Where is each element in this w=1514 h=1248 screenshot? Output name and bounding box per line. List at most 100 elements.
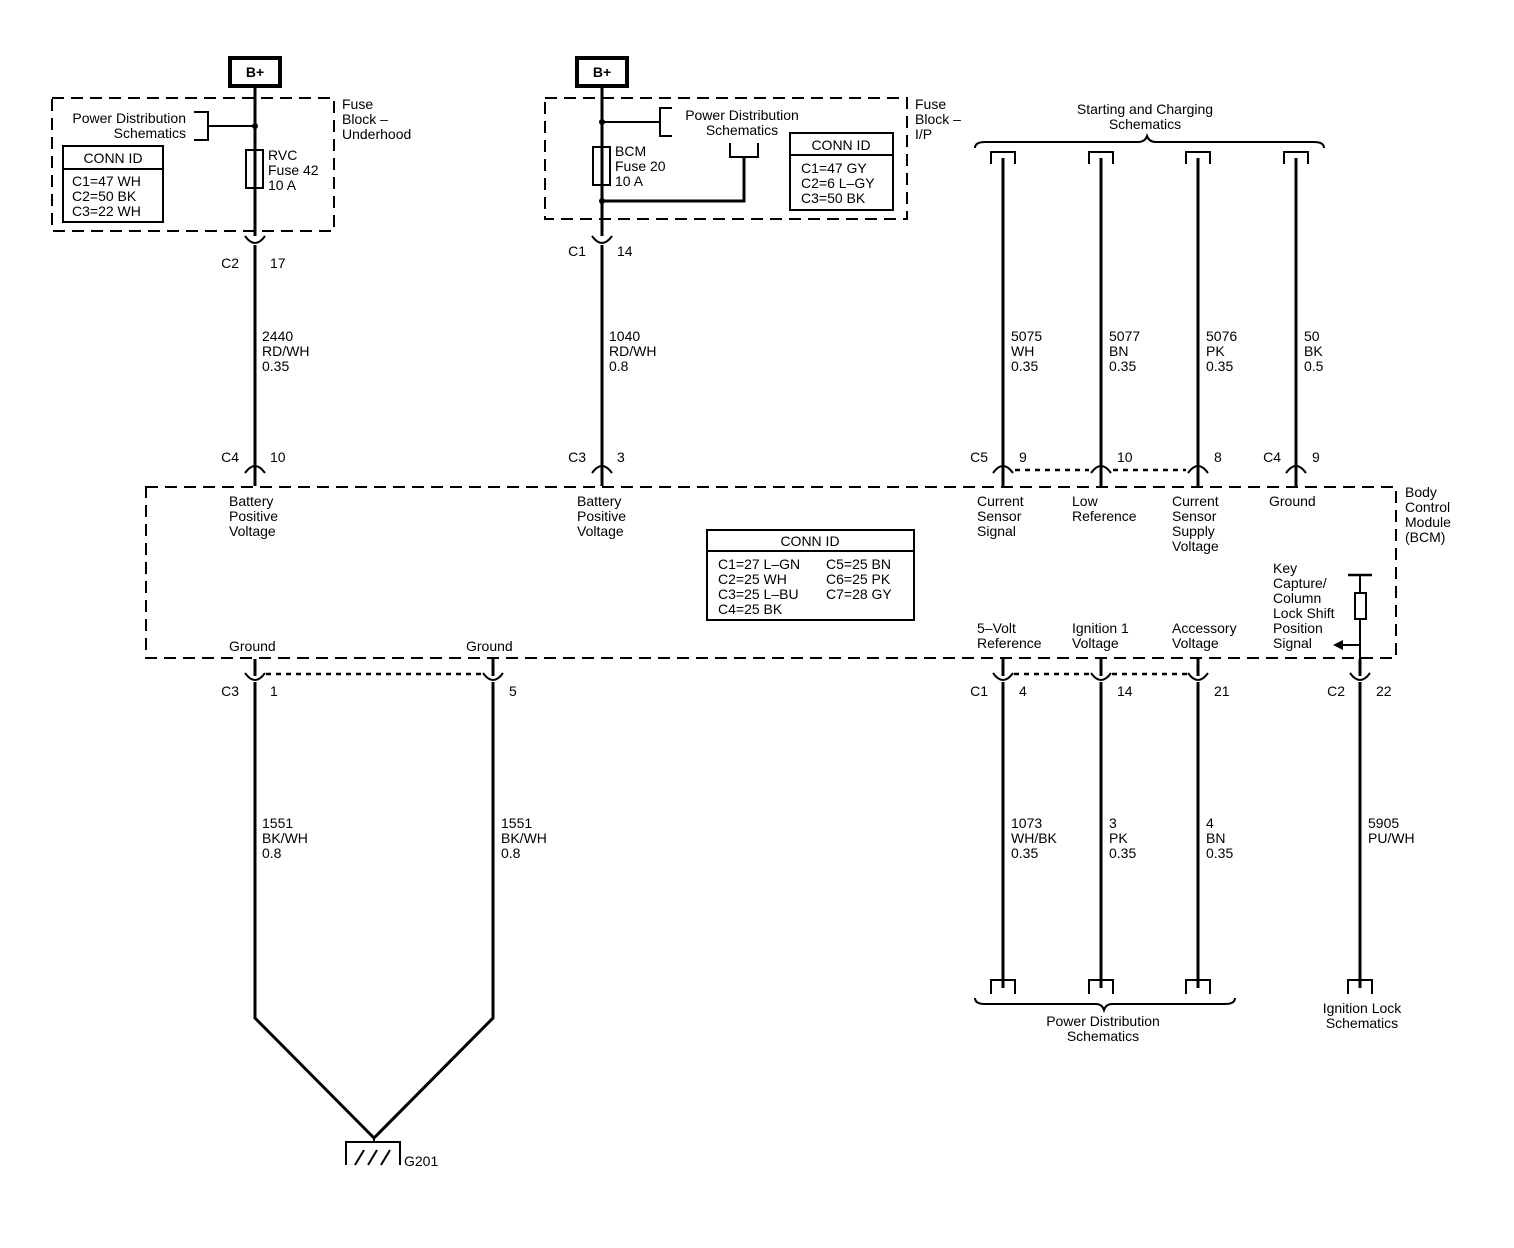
svg-text:C3=22 WH: C3=22 WH xyxy=(72,203,141,219)
svg-text:5: 5 xyxy=(509,683,517,699)
wire-labels-lower: 1551 BK/WH 0.8 1551 BK/WH 0.8 1073 WH/BK… xyxy=(262,815,1415,861)
svg-text:(BCM): (BCM) xyxy=(1405,529,1445,545)
svg-text:PU/WH: PU/WH xyxy=(1368,830,1415,846)
svg-text:C2=6 L–GY: C2=6 L–GY xyxy=(801,175,875,191)
svg-text:3: 3 xyxy=(617,449,625,465)
svg-text:CONN ID: CONN ID xyxy=(780,533,839,549)
svg-text:Low: Low xyxy=(1072,493,1099,509)
svg-text:RD/WH: RD/WH xyxy=(262,343,309,359)
svg-text:Signal: Signal xyxy=(1273,635,1312,651)
svg-text:Underhood: Underhood xyxy=(342,126,411,142)
bplus-left: B+ xyxy=(228,56,282,88)
svg-text:Ground: Ground xyxy=(466,638,513,654)
svg-text:14: 14 xyxy=(1117,683,1133,699)
fuse-block-ip: Fuse Block – I/P Power Distribution Sche… xyxy=(544,96,961,220)
svg-text:1551: 1551 xyxy=(262,815,293,831)
svg-text:PK: PK xyxy=(1109,830,1128,846)
svg-text:Schematics: Schematics xyxy=(1067,1028,1139,1044)
wire-labels-upper: 2440 RD/WH 0.35 1040 RD/WH 0.8 5075 WH 0… xyxy=(262,328,1324,374)
svg-text:BCM: BCM xyxy=(615,143,646,159)
resistor-icon xyxy=(1354,592,1367,620)
svg-text:4: 4 xyxy=(1206,815,1214,831)
key-capture-circuit xyxy=(1333,573,1372,674)
svg-text:1040: 1040 xyxy=(609,328,640,344)
svg-text:Power Distribution: Power Distribution xyxy=(1046,1013,1160,1029)
svg-text:C1=47 GY: C1=47 GY xyxy=(801,160,867,176)
svg-text:Position: Position xyxy=(1273,620,1323,636)
svg-text:Key: Key xyxy=(1273,560,1297,576)
svg-text:B+: B+ xyxy=(593,64,611,80)
svg-text:Fuse: Fuse xyxy=(915,96,946,112)
svg-text:Current: Current xyxy=(977,493,1024,509)
svg-text:10: 10 xyxy=(270,449,286,465)
svg-text:10: 10 xyxy=(1117,449,1133,465)
svg-text:Block –: Block – xyxy=(915,111,961,127)
svg-text:Control: Control xyxy=(1405,499,1450,515)
svg-text:0.35: 0.35 xyxy=(1011,358,1038,374)
svg-text:Voltage: Voltage xyxy=(1172,538,1219,554)
svg-text:C4: C4 xyxy=(221,449,239,465)
svg-text:Positive: Positive xyxy=(229,508,278,524)
bcm-module: Body Control Module (BCM) Battery Positi… xyxy=(145,484,1451,674)
svg-text:B+: B+ xyxy=(246,64,264,80)
svg-text:0.5: 0.5 xyxy=(1304,358,1324,374)
svg-text:Voltage: Voltage xyxy=(1172,635,1219,651)
svg-text:5905: 5905 xyxy=(1368,815,1399,831)
svg-text:17: 17 xyxy=(270,255,286,271)
bplus-right: B+ xyxy=(575,56,629,88)
svg-text:Battery: Battery xyxy=(229,493,273,509)
svg-text:PK: PK xyxy=(1206,343,1225,359)
svg-text:WH: WH xyxy=(1011,343,1034,359)
svg-text:Module: Module xyxy=(1405,514,1451,530)
svg-text:0.35: 0.35 xyxy=(1206,358,1233,374)
svg-text:0.8: 0.8 xyxy=(501,845,521,861)
svg-text:5–Volt: 5–Volt xyxy=(977,620,1016,636)
connector-labels-lower: C3 1 5 C1 4 14 21 C2 22 xyxy=(221,683,1392,699)
svg-text:1: 1 xyxy=(270,683,278,699)
svg-text:C3: C3 xyxy=(221,683,239,699)
svg-text:WH/BK: WH/BK xyxy=(1011,830,1058,846)
svg-text:1073: 1073 xyxy=(1011,815,1042,831)
svg-text:C2=50 BK: C2=50 BK xyxy=(72,188,137,204)
svg-text:C3=25 L–BU: C3=25 L–BU xyxy=(718,586,799,602)
svg-text:0.35: 0.35 xyxy=(1109,845,1136,861)
svg-text:Accessory: Accessory xyxy=(1172,620,1237,636)
svg-text:Body: Body xyxy=(1405,484,1437,500)
svg-text:0.35: 0.35 xyxy=(1109,358,1136,374)
svg-text:Positive: Positive xyxy=(577,508,626,524)
svg-text:50: 50 xyxy=(1304,328,1320,344)
svg-text:BK: BK xyxy=(1304,343,1323,359)
svg-text:Power Distribution: Power Distribution xyxy=(72,110,186,126)
svg-text:8: 8 xyxy=(1214,449,1222,465)
svg-text:CONN ID: CONN ID xyxy=(811,137,870,153)
svg-text:Starting and Charging: Starting and Charging xyxy=(1077,101,1213,117)
starting-charging-ref: Starting and Charging Schematics xyxy=(974,101,1325,149)
upper-wires xyxy=(253,86,1309,466)
svg-text:5075: 5075 xyxy=(1011,328,1042,344)
svg-text:Supply: Supply xyxy=(1172,523,1215,539)
svg-text:Fuse 20: Fuse 20 xyxy=(615,158,666,174)
svg-text:RVC: RVC xyxy=(268,147,297,163)
svg-text:10 A: 10 A xyxy=(615,173,644,189)
svg-text:C7=28 GY: C7=28 GY xyxy=(826,586,892,602)
svg-text:C5=25 BN: C5=25 BN xyxy=(826,556,891,572)
svg-text:10 A: 10 A xyxy=(268,177,297,193)
svg-text:BN: BN xyxy=(1206,830,1225,846)
svg-text:Power Distribution: Power Distribution xyxy=(685,107,799,123)
svg-text:Ignition Lock: Ignition Lock xyxy=(1323,1000,1403,1016)
svg-text:Voltage: Voltage xyxy=(577,523,624,539)
svg-text:RD/WH: RD/WH xyxy=(609,343,656,359)
connector-labels-upper: C2 17 C1 14 C4 10 C3 3 C5 9 10 8 C4 9 xyxy=(221,243,1320,465)
svg-text:I/P: I/P xyxy=(915,126,932,142)
svg-text:C1=47 WH: C1=47 WH xyxy=(72,173,141,189)
svg-text:1551: 1551 xyxy=(501,815,532,831)
svg-text:Column: Column xyxy=(1273,590,1321,606)
svg-text:14: 14 xyxy=(617,243,633,259)
svg-text:Fuse: Fuse xyxy=(342,96,373,112)
power-distribution-ref-bottom: Power Distribution Schematics xyxy=(974,997,1236,1044)
ignition-lock-ref: Ignition Lock Schematics xyxy=(1323,1000,1403,1031)
svg-text:Current: Current xyxy=(1172,493,1219,509)
svg-text:Ignition 1: Ignition 1 xyxy=(1072,620,1129,636)
connector-arcs-bottom xyxy=(244,659,1371,681)
svg-text:Reference: Reference xyxy=(977,635,1042,651)
